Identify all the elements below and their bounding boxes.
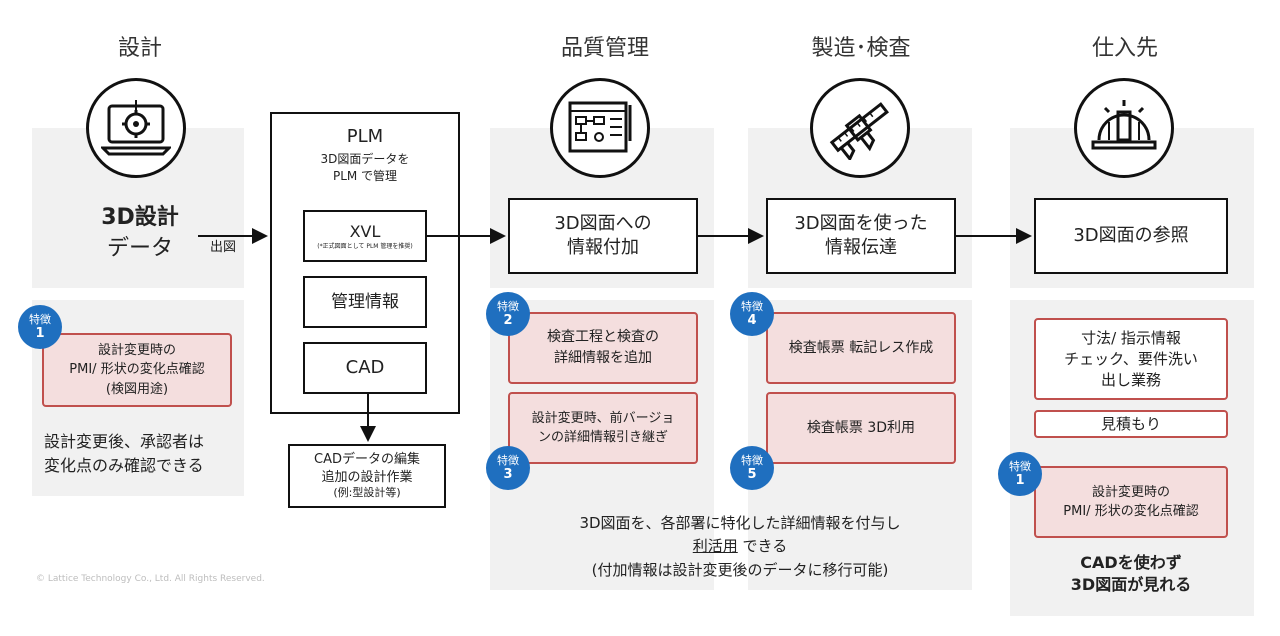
feature-badge-number: 5 [747,466,757,482]
supplier-note-line-2: 3D図面が見れる [1070,575,1192,595]
feature-badge-number: 4 [747,312,757,328]
bottom-note: 3D図面を、各部署に特化した詳細情報を付与し 利活用 できる (付加情報は設計変… [500,512,980,582]
management-info-box: 管理情報 [303,276,427,328]
quality-feature-2-line-1: 検査工程と検査の [547,329,659,345]
caliper-icon [810,78,910,178]
plm-title: PLM [346,126,384,147]
blueprint-flowchart-icon [550,78,650,178]
feature-badge-number: 1 [1015,472,1025,488]
quality-feature-2-line-2: 詳細情報を追加 [554,350,652,366]
quality-feature-3-line-1: 設計変更時、前バージョ [531,410,675,426]
feature-badge-label: 特徴 [1009,459,1031,473]
feature-badge-label: 特徴 [741,453,763,467]
cad-edit-box: CADデータの編集 追加の設計作業 (例:型設計等) [288,444,446,508]
estimate-box: 見積もり [1034,410,1228,438]
design-data-line-1: 3D設計 [101,205,179,230]
hard-hat-icon [1074,78,1174,178]
quality-feature-2-box: 検査工程と検査の 詳細情報を追加 [508,312,698,384]
design-note-line-1: 設計変更後、承認者は [44,432,205,451]
supplier-note: CADを使わず 3D図面が見れる [1034,552,1228,597]
design-note: 設計変更後、承認者は 変化点のみ確認できる [44,430,244,478]
plm-subtitle-line-1: 3D図面データを [320,152,410,166]
cad-edit-line-3: (例:型設計等) [333,486,401,500]
stage-title-design: 設計 [117,36,162,61]
stage-title-manufacturing: 製造･検査 [811,36,911,61]
cad-box: CAD [303,342,427,394]
manufacturing-box-line-1: 3D図面を使った [794,212,928,234]
design-note-line-2: 変化点のみ確認できる [44,456,204,475]
laptop-gear-icon [86,78,186,178]
xvl-note: (*正式図面として PLM 管理を推奨) [317,242,413,250]
design-feature-line-2: PMI/ 形状の変化点確認 [69,362,205,378]
quality-info-box: 3D図面への 情報付加 [508,198,698,274]
bottom-note-line-1: 3D図面を、各部署に特化した詳細情報を付与し [579,514,901,532]
manufacturing-box-line-2: 情報伝達 [825,237,897,258]
feature-badge-4: 特徴 4 [730,292,774,336]
feature-badge-1-supplier: 特徴 1 [998,452,1042,496]
feature-badge-label: 特徴 [741,299,763,313]
manufacturing-feature-4-box: 検査帳票 転記レス作成 [766,312,956,384]
stage-title-supplier: 仕入先 [1091,36,1158,61]
supplier-task-line-1: 寸法/ 指示情報 [1081,328,1181,347]
cad-edit-line-1: CADデータの編集 [314,452,420,468]
feature-badge-3: 特徴 3 [486,446,530,490]
supplier-feature-line-1: 設計変更時の [1091,484,1170,500]
feature-badge-5: 特徴 5 [730,446,774,490]
plm-subtitle: 3D図面データを PLM で管理 [270,151,460,186]
manufacturing-feature-5-box: 検査帳票 3D利用 [766,392,956,464]
quality-feature-3-line-2: ンの詳細情報引き継ぎ [537,430,668,445]
supplier-task-line-3: 出し業務 [1100,370,1161,389]
supplier-note-line-1: CADを使わず [1080,553,1182,572]
design-feature-box: 設計変更時の PMI/ 形状の変化点確認 (検図用途) [42,333,232,407]
feature-badge-number: 2 [503,312,513,328]
manufacturing-info-box: 3D図面を使った 情報伝達 [766,198,956,274]
xvl-box: XVL (*正式図面として PLM 管理を推奨) [303,210,427,262]
xvl-label: XVL [349,222,381,242]
feature-badge-number: 3 [503,466,513,482]
output-label: 出図 [210,240,237,255]
supplier-reference-box: 3D図面の参照 [1034,198,1228,274]
feature-badge-1-design: 特徴 1 [18,305,62,349]
design-feature-line-1: 設計変更時の [97,342,176,358]
bottom-note-line-3: (付加情報は設計変更後のデータに移行可能) [591,560,889,579]
bottom-note-line-2: 利活用 できる [500,535,980,558]
feature-badge-2: 特徴 2 [486,292,530,336]
quality-box-line-1: 3D図面への [554,212,652,234]
plm-subtitle-line-2: PLM で管理 [332,169,398,184]
design-data-line-2: データ [106,235,173,261]
supplier-feature-box: 設計変更時の PMI/ 形状の変化点確認 [1034,466,1228,538]
supplier-task-box: 寸法/ 指示情報 チェック、要件洗い 出し業務 [1034,318,1228,400]
stage-title-quality: 品質管理 [560,36,649,61]
copyright-text: © Lattice Technology Co., Ltd. All Right… [36,574,265,584]
feature-badge-label: 特徴 [497,453,519,467]
design-feature-line-3: (検図用途) [105,381,169,397]
supplier-task-line-2: チェック、要件洗い [1064,349,1198,368]
quality-feature-3-box: 設計変更時、前バージョ ンの詳細情報引き継ぎ [508,392,698,464]
cad-edit-line-2: 追加の設計作業 [321,469,413,485]
feature-badge-label: 特徴 [497,299,519,313]
bottom-note-line-2-rest: できる [737,537,788,556]
bottom-note-underlined: 利活用 [692,537,738,556]
feature-badge-label: 特徴 [29,312,51,326]
design-data-label: 3D設計 データ [70,203,210,265]
quality-box-line-2: 情報付加 [567,237,639,258]
feature-badge-number: 1 [35,325,45,341]
supplier-feature-line-2: PMI/ 形状の変化点確認 [1063,504,1199,519]
